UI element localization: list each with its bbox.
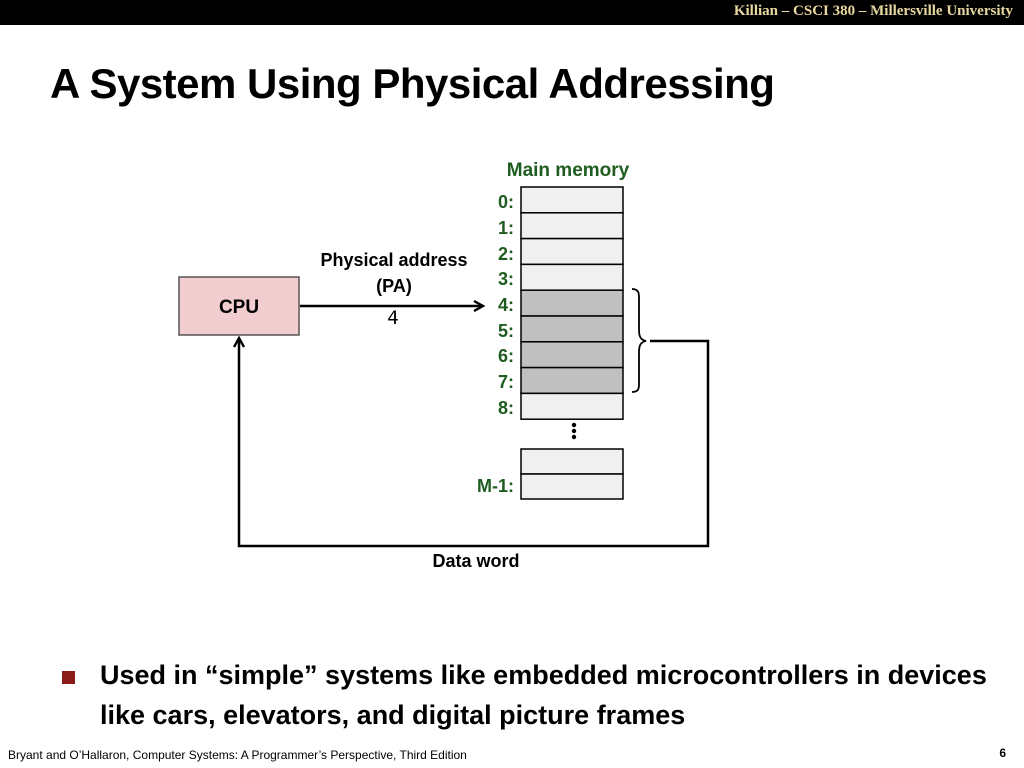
data-word-arrow <box>239 338 710 548</box>
data-word-label: Data word <box>432 551 519 571</box>
memory-cell-selected <box>520 341 624 369</box>
curly-brace <box>631 288 647 393</box>
cpu-label: CPU <box>219 297 259 318</box>
address-label: 8: <box>498 398 514 418</box>
bullet-text: Used in “simple” systems like embedded m… <box>100 660 987 730</box>
course-label: Killian – CSCI 380 – Millersville Univer… <box>733 3 1013 19</box>
memory-cells <box>520 186 624 500</box>
address-label: 1: <box>498 218 514 238</box>
address-label: 3: <box>498 269 514 289</box>
address-label: 6: <box>498 346 514 366</box>
memory-cell <box>520 237 624 266</box>
pa-value: 4 <box>387 307 398 329</box>
address-label: 0: <box>498 192 514 212</box>
memory-cell-selected <box>520 289 624 317</box>
bullet-marker <box>62 671 75 684</box>
address-label: 2: <box>498 244 514 264</box>
pa-label-line2: (PA) <box>376 276 412 296</box>
page-number: 6 <box>999 746 1006 760</box>
memory-cell-last <box>520 473 624 500</box>
footer-credit: Bryant and O’Hallaron, Computer Systems:… <box>8 748 467 762</box>
header-bar: Killian – CSCI 380 – Millersville Univer… <box>0 0 1024 25</box>
pa-label-line1: Physical address <box>320 250 467 270</box>
memory-title: Main memory <box>507 160 630 181</box>
memory-cell <box>520 263 624 291</box>
address-label-last: M-1: <box>477 476 514 496</box>
memory-cell <box>520 186 624 214</box>
address-label: 5: <box>498 321 514 341</box>
address-label: 4: <box>498 295 514 315</box>
slide-title: A System Using Physical Addressing <box>50 60 775 107</box>
memory-cell <box>520 392 624 420</box>
memory-cell-selected <box>520 366 624 395</box>
memory-cell <box>520 448 624 475</box>
address-label: 7: <box>498 372 514 392</box>
cpu-box <box>178 276 300 336</box>
ellipsis-dots <box>571 422 577 440</box>
memory-cell-selected <box>520 315 624 343</box>
memory-cell <box>520 212 624 240</box>
